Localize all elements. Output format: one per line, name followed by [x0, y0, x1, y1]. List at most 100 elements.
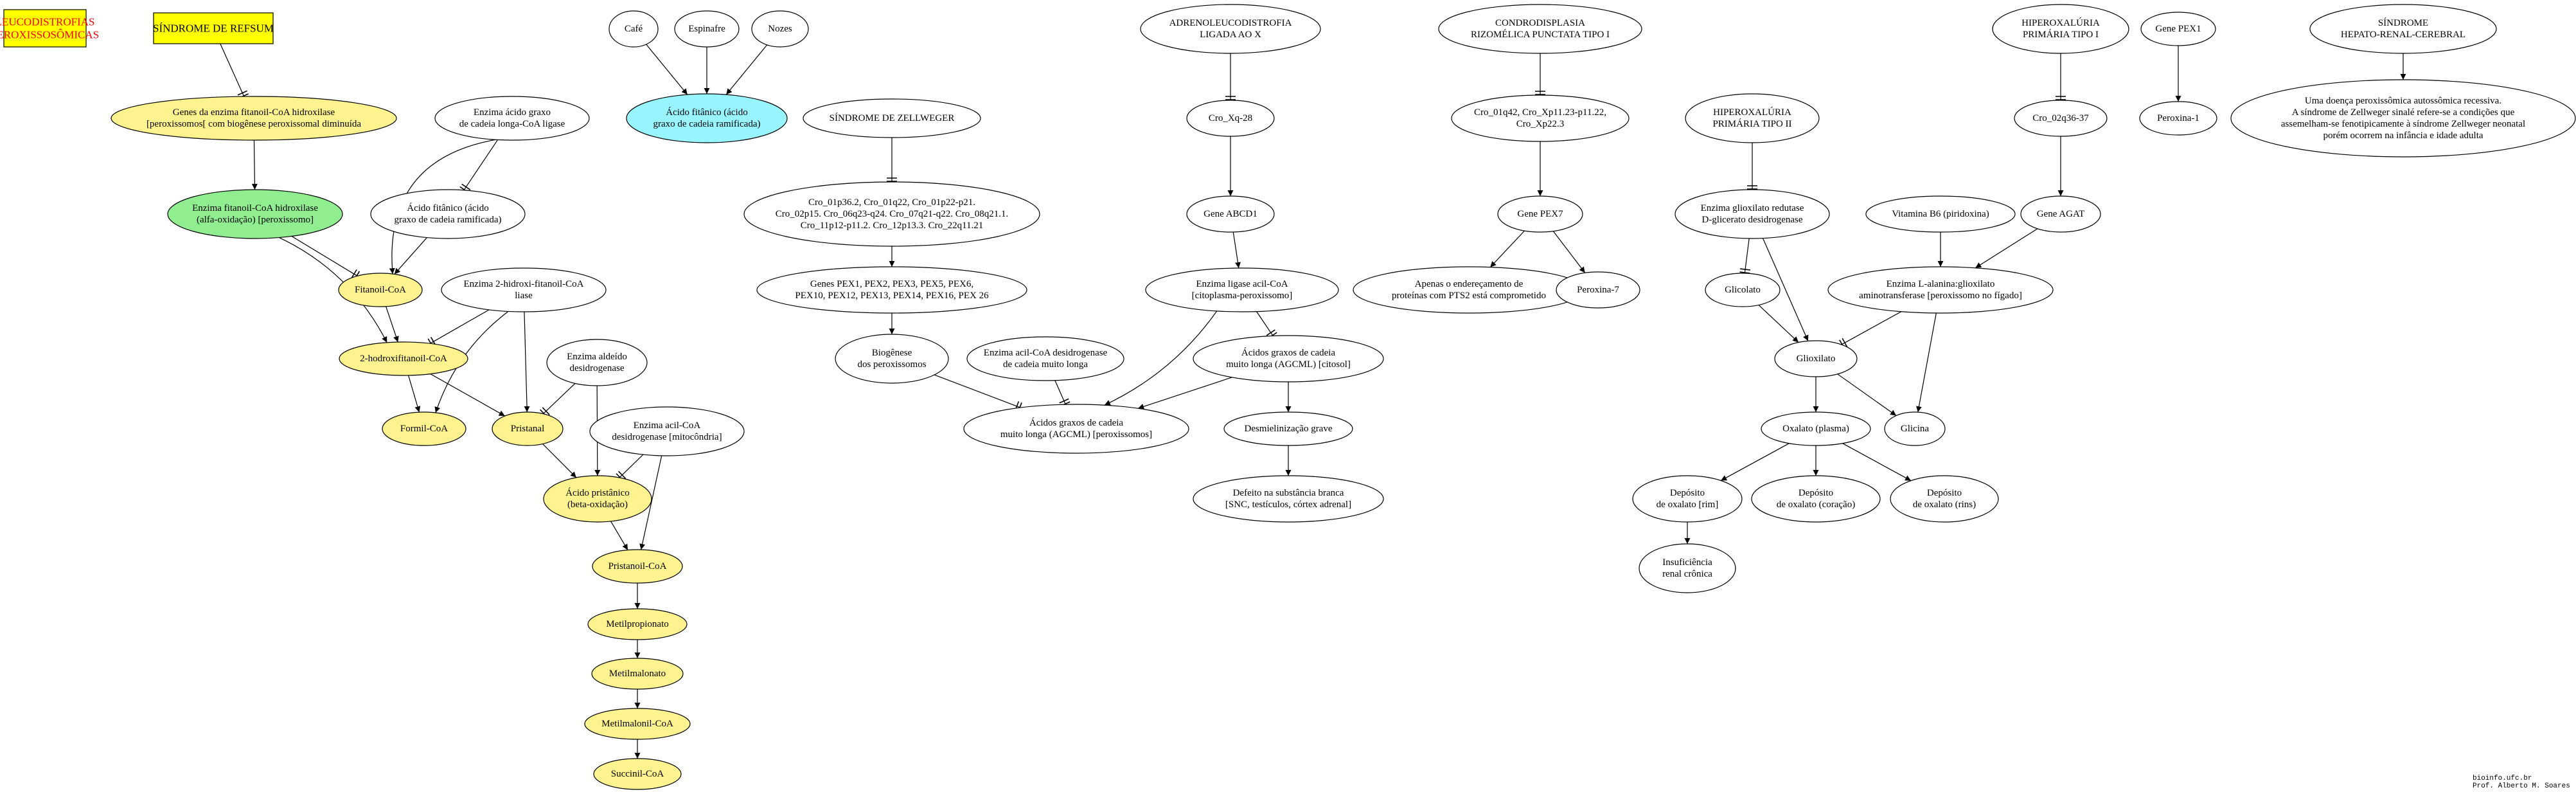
node-gene-pex1-label-0: Gene PEX1 — [2155, 24, 2201, 34]
node-cro-02q36-shape — [2014, 100, 2108, 137]
node-deposito-coracao-label-1: de oxalato (coração) — [1777, 500, 1855, 510]
node-fitanoil-coa-label-0: Fitanoil-CoA — [355, 285, 406, 295]
node-deposito-rins-label-1: de oxalato (rins) — [1913, 500, 1976, 510]
nodes-layer: LEUCODISTROFIASPEROXISSOSÔMICASSÍNDROME … — [0, 4, 2576, 790]
node-hiperox1-label-0: HIPEROXALÚRIA — [2021, 17, 2100, 28]
node-genes-fitanoil-label-1: [peroxissomos[ com biogênese peroxissoma… — [147, 119, 361, 129]
node-cro-xq28-shape — [1186, 100, 1275, 137]
node-cafe-label-0: Café — [625, 24, 643, 34]
node-zellweger-cro-label-1: Cro_02p15. Cro_06q23-q24. Cro_07q21-q22.… — [776, 209, 1009, 219]
node-genes-fitanoil-label-0: Genes da enzima fitanoil-CoA hidroxilase — [173, 107, 335, 118]
edge-enzima-acido-graso-longa-to-fitanoil-coa — [389, 139, 496, 274]
node-hiperox1-shape — [1992, 4, 2129, 54]
node-formil-coa: Formil-CoA — [382, 411, 466, 446]
node-zellweger-cro: Cro_01p36.2, Cro_01q22, Cro_01p22-p21.Cr… — [743, 181, 1040, 247]
node-agcml-perox-shape — [963, 404, 1189, 454]
node-acido-fitanico-cyan-shape — [626, 93, 788, 143]
node-glicolato-shape — [1705, 273, 1781, 307]
node-pristanoil-coa-shape — [592, 549, 683, 584]
node-zellweger-cro-label-2: Cro_11p12-p11.2. Cro_12p13.3. Cro_22q11.… — [801, 221, 984, 231]
node-hepato-desc-label-1: A síndrome de Zellweger sinalé refere-se… — [2292, 107, 2515, 118]
edge-gene-pex7-to-apenas-pts2 — [1489, 230, 1525, 268]
node-enzima-acido-graso-longa-shape — [434, 96, 590, 141]
node-deposito-rim: Depósito de oxalato [rim] — [1632, 475, 1743, 523]
node-condro-cro-shape — [1451, 94, 1630, 142]
node-hiperox1-label-1: PRIMÁRIA TIPO I — [2023, 29, 2099, 40]
edge-gene-agat-to-enzima-alanina — [1975, 228, 2038, 269]
node-cro-02q36-label-0: Cro_02q36-37 — [2032, 113, 2089, 123]
node-glicolato-label-0: Glicolato — [1725, 285, 1761, 295]
node-enzima-ligase-label-0: Enzima ligase acil-CoA — [1196, 279, 1288, 289]
node-biogenese-shape — [835, 334, 949, 384]
node-enzima-aldeido-label-1: desidrogenase — [570, 363, 625, 374]
edge-enzima-ligase-to-agcml-citosol — [1256, 311, 1277, 339]
node-peroxina7-shape — [1556, 271, 1640, 309]
node-enzima-fitanoil-hidroxilase-label-1: (alfa-oxidação) [peroxissomo] — [197, 215, 314, 225]
edge-gene-abcd1-to-enzima-ligase — [1232, 231, 1241, 269]
edge-glicolato-to-glioxilato — [1758, 305, 1799, 343]
node-defeito-branca-label-1: [SNC, testículos, córtex adrenal] — [1225, 500, 1351, 510]
node-genes-fitanoil-shape — [111, 96, 397, 141]
node-gene-pex7-label-0: Gene PEX7 — [1517, 209, 1563, 219]
node-glicina: Glicina — [1884, 411, 1946, 446]
node-metilmalonil-coa-shape — [584, 708, 691, 740]
edge-hidroxifitanoil-to-formil-coa — [408, 375, 421, 413]
node-enzima-acil-mito-label-1: desidrogenase [mitocôndria] — [612, 432, 722, 442]
node-group-title-label-0: LEUCODISTROFIAS — [0, 16, 94, 28]
node-gene-abcd1-shape — [1186, 195, 1275, 233]
node-enzima-alanina: Enzima L-alanina:glioxilatoaminotransfer… — [1827, 266, 2054, 314]
node-vitamina-b6-shape — [1865, 195, 2016, 233]
edge-glioxilato-to-glicina — [1837, 374, 1897, 417]
node-enzima-alanina-label-1: aminotransferase [peroxissomo no fígado] — [1859, 291, 2022, 301]
node-zellweger-cro-shape — [743, 181, 1040, 247]
edge-enzima-acido-graso-longa-to-acido-fitanico-1 — [459, 140, 499, 194]
node-enzima-glioxilato-redutase-label-0: Enzima glioxilato redutase — [1701, 203, 1804, 213]
node-gene-abcd1: Gene ABCD1 — [1186, 195, 1275, 233]
node-formil-coa-label-0: Formil-CoA — [400, 424, 448, 434]
node-gene-agat-label-0: Gene AGAT — [2037, 209, 2085, 219]
node-oxalato-plasma-shape — [1761, 411, 1871, 446]
node-desmielinizacao: Desmielinização grave — [1223, 411, 1353, 446]
node-succinil-coa-label-0: Succinil-CoA — [611, 769, 664, 779]
node-genes-pex-shape — [756, 266, 1027, 314]
node-metilpropionato: Metilpropionato — [587, 608, 688, 640]
node-nozes: Nozes — [751, 10, 809, 48]
node-deposito-rim-label-1: de oxalato [rim] — [1657, 500, 1719, 510]
node-defeito-branca-shape — [1193, 475, 1384, 523]
node-condro-cro-label-1: Cro_Xp22.3 — [1516, 119, 1565, 129]
node-succinil-coa: Succinil-CoA — [593, 758, 682, 790]
node-zellweger: SÍNDROME DE ZELLWEGER — [803, 98, 981, 138]
node-fitanoil-coa-shape — [338, 273, 423, 307]
node-acido-pristanico-shape — [543, 475, 652, 523]
node-condro-shape — [1438, 4, 1642, 54]
node-enzima-acil-muito-longa-label-1: de cadeia muito longa — [1003, 359, 1088, 370]
node-enzima-fitanoil-hidroxilase: Enzima fitanoil-CoA hidroxilase(alfa-oxi… — [167, 189, 343, 239]
edge-pristanal-to-acido-pristanico — [542, 444, 577, 478]
node-acido-fitanico-1-label-1: graxo de cadeia ramificada) — [395, 215, 502, 225]
node-glioxilato: Glioxilato — [1774, 340, 1858, 377]
edge-enzima-acil-muito-longa-to-agcml-perox — [1054, 380, 1070, 407]
node-deposito-rim-label-0: Depósito — [1670, 488, 1705, 498]
node-biogenese-label-0: Biogênese — [872, 348, 912, 358]
edge-refsum-to-genes-fitanoil — [220, 43, 249, 99]
node-formil-coa-shape — [382, 411, 466, 446]
node-glicolato: Glicolato — [1705, 273, 1781, 307]
edge-enzima-alanina-to-glicina — [1916, 312, 1937, 413]
edge-gene-pex7-to-peroxina7 — [1552, 231, 1586, 273]
node-enzima-ligase-label-1: [citoplasma-peroxissomo] — [1192, 291, 1293, 301]
edge-enzima-2hidroxi-to-hidroxifitanoil — [427, 309, 490, 348]
node-hepato-shape — [2309, 4, 2497, 54]
node-espinafre-shape — [674, 10, 740, 48]
credits: bioinfo.ufc.br Prof. Alberto M. Soares — [2473, 775, 2570, 790]
node-biogenese-label-1: dos peroxissomos — [857, 359, 926, 370]
node-metilmalonato: Metilmalonato — [591, 658, 684, 690]
node-apenas-pts2-label-0: Apenas o endereçamento de — [1415, 279, 1523, 289]
node-agcml-citosol-label-1: muito longa (AGCML) [citosol] — [1226, 359, 1351, 370]
credit-site: bioinfo.ufc.br — [2473, 775, 2532, 782]
node-hepato-desc-label-0: Uma doença peroxissômica autossômica rec… — [2305, 96, 2501, 106]
node-enzima-glioxilato-redutase-label-1: D-glicerato desidrogenase — [1701, 215, 1802, 225]
